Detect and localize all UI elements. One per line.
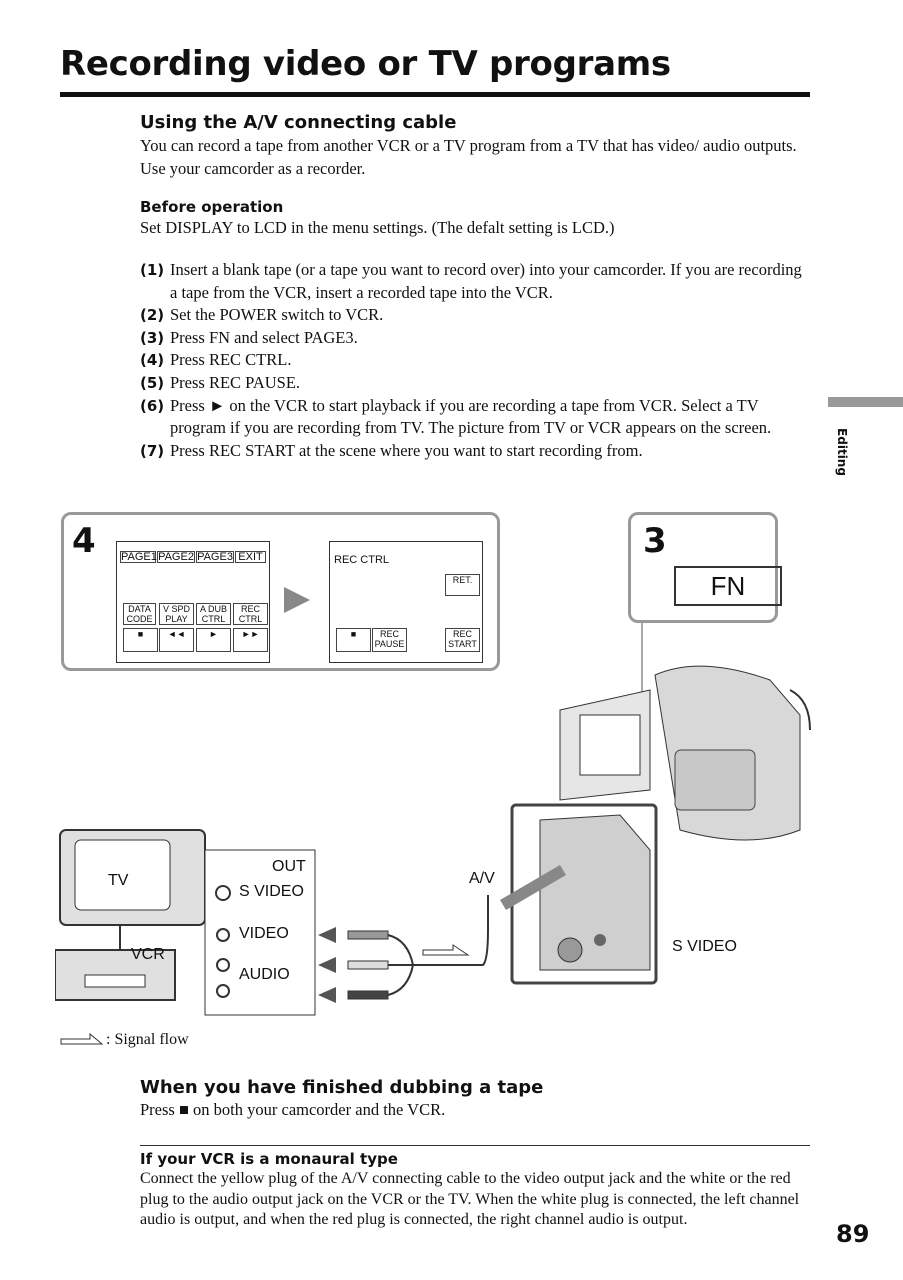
step: (1)Insert a blank tape (or a tape you wa… [140,260,802,302]
rec-start-button[interactable]: REC START [445,628,480,652]
step-number: 3 [643,521,667,561]
screen-title: REC CTRL [334,554,390,566]
title-rule [60,92,810,97]
s-video-label: S VIDEO [239,883,304,900]
plug-arrow-icon [500,865,566,910]
step: (3)Press FN and select PAGE3. [140,327,358,347]
before-operation-heading: Before operation [140,198,284,216]
note-heading: If your VCR is a monaural type [140,1150,398,1168]
v-spd-play-button[interactable]: V SPD PLAY [159,603,194,625]
output-jack-panel [204,849,316,1016]
step: (4)Press REC CTRL. [140,350,292,370]
rec-pause-button[interactable]: REC PAUSE [372,628,407,652]
step: (6)Press ► on the VCR to start playback … [140,395,772,438]
finished-text: Press ■ on both your camcorder and the V… [140,1100,446,1119]
stop-button[interactable]: ■ [336,628,371,652]
a-dub-ctrl-button[interactable]: A DUB CTRL [196,603,231,625]
finished-heading: When you have finished dubbing a tape [140,1077,544,1098]
audio-left-jack-icon [216,958,230,972]
camcorder-s-video-label: S VIDEO [672,938,737,955]
vcr-label: VCR [131,946,165,963]
lcd-screen-rec-ctrl: REC CTRL RET. ■ REC PAUSE REC START [329,541,483,663]
section-heading: Using the A/V connecting cable [140,112,457,133]
camcorder-illustration [500,623,811,985]
audio-right-jack-icon [216,984,230,998]
av-cable-illustration [318,895,489,1003]
step: (7)Press REC START at the scene where yo… [140,440,643,460]
rec-ctrl-button[interactable]: REC CTRL [233,603,268,625]
tab-page2[interactable]: PAGE2 [157,551,195,563]
side-tab-bar [828,397,903,407]
step3-panel: 3 FN [628,512,782,623]
video-jack-icon [216,928,230,942]
lcd-screen-menu: PAGE1 PAGE2 PAGE3 EXIT DATA CODE V SPD P… [116,541,270,663]
tv-vcr-illustration [55,829,316,1016]
arrow-right-icon [284,587,310,613]
s-video-jack-icon [215,885,231,901]
fast-forward-button[interactable]: ►► [233,628,268,652]
signal-flow-arrow-icon [422,944,470,956]
step: (5)Press REC PAUSE. [140,372,301,392]
page-title: Recording video or TV programs [60,44,671,84]
data-code-button[interactable]: DATA CODE [123,603,156,625]
audio-label: AUDIO [239,966,290,983]
step: (2)Set the POWER switch to VCR. [140,305,384,325]
signal-flow-legend: : Signal flow [106,1031,189,1048]
tab-exit[interactable]: EXIT [235,551,266,563]
steps-list: (1)Insert a blank tape (or a tape you wa… [140,259,810,462]
step4-panel: 4 PAGE1 PAGE2 PAGE3 EXIT DATA CODE V SPD… [61,512,500,671]
note-rule [140,1145,810,1146]
before-operation-text: Set DISPLAY to LCD in the menu settings.… [140,218,615,237]
out-label: OUT [272,858,306,875]
intro-text: You can record a tape from another VCR o… [140,136,797,178]
page-number: 89 [836,1220,870,1248]
video-label: VIDEO [239,925,289,942]
tv-label: TV [108,872,129,889]
play-pause-button[interactable]: ► [196,628,231,652]
note-text: Connect the yellow plug of the A/V conne… [140,1170,800,1228]
tab-page1[interactable]: PAGE1 [120,551,157,563]
stop-button[interactable]: ■ [123,628,158,652]
rewind-button[interactable]: ◄◄ [159,628,194,652]
return-button[interactable]: RET. [445,574,480,596]
side-tab-label: Editing [834,428,849,476]
tab-page3[interactable]: PAGE3 [196,551,234,563]
fn-button[interactable]: FN [674,566,782,606]
signal-flow-legend-icon [60,1032,104,1045]
av-label: A/V [469,870,495,887]
step-number: 4 [72,521,96,561]
